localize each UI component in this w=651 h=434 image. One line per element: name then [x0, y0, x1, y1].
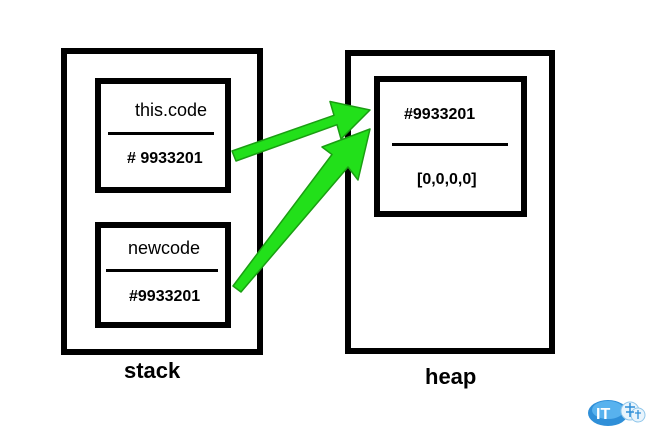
newcode-value: #9933201 — [129, 288, 201, 305]
heap-object-value: [0,0,0,0] — [417, 171, 477, 188]
newcode-divider — [106, 269, 218, 272]
stack-caption: stack — [124, 358, 181, 383]
stack-card-newcode — [95, 222, 231, 328]
ithelp-logo: IT — [586, 393, 646, 429]
this-code-divider — [108, 132, 214, 135]
this-code-value: # 9933201 — [127, 150, 203, 167]
heap-object-address: #9933201 — [404, 106, 476, 123]
svg-text:IT: IT — [596, 406, 610, 423]
heap-object-card — [374, 76, 527, 217]
this-code-label: this.code — [135, 100, 208, 120]
heap-caption: heap — [425, 364, 477, 389]
newcode-label: newcode — [128, 238, 201, 258]
stack-card-this-code — [95, 78, 231, 193]
heap-object-divider — [392, 143, 508, 146]
